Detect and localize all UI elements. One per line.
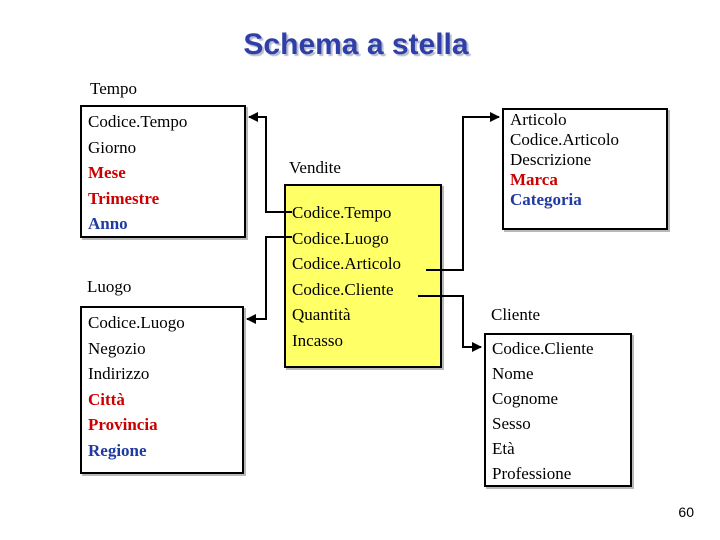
cliente-attr: Cognome [492,389,559,408]
articolo-table-name: Articolo [510,110,567,129]
vendite-attr: Incasso [292,330,343,350]
tempo-table-name: Tempo [90,79,137,98]
vendite-attr: Codice.Luogo [292,228,389,248]
page-number: 60 [678,504,694,520]
vendite-table: Codice.Tempo Codice.Luogo Codice.Articol… [284,184,442,368]
page-title: Schema a stella [243,28,469,61]
link-luogo [246,236,292,324]
luogo-table-name: Luogo [87,277,132,296]
link-articolo [426,112,500,271]
articolo-attr: Marca [510,170,558,189]
cliente-table: Codice.Cliente Nome Cognome Sesso Età Pr… [484,333,632,487]
tempo-attr: Giorno [88,137,137,157]
cliente-attr: Codice.Cliente [492,339,594,358]
luogo-table: Codice.Luogo Negozio Indirizzo Città Pro… [80,306,244,474]
articolo-attr: Descrizione [510,150,592,169]
vendite-attr: Codice.Cliente [292,279,394,299]
luogo-attr: Codice.Luogo [88,313,185,332]
tempo-attr: Trimestre [88,188,160,208]
luogo-attr: Indirizzo [88,364,150,383]
luogo-attr: Città [88,389,125,409]
cliente-attr: Sesso [492,414,531,433]
luogo-attr: Provincia [88,415,158,434]
tempo-attr: Mese [88,163,126,182]
link-cliente [418,295,482,352]
luogo-attr: Negozio [88,338,146,358]
articolo-table: Articolo Codice.Articolo Descrizione Mar… [502,108,668,230]
vendite-attr: Codice.Tempo [292,203,392,222]
articolo-attr: Categoria [510,190,582,209]
tempo-attr: Codice.Tempo [88,112,188,131]
vendite-table-name: Vendite [289,158,341,177]
articolo-attr: Codice.Articolo [510,130,620,149]
luogo-attr: Regione [88,440,147,460]
tempo-attr: Anno [88,214,128,233]
tempo-table: Codice.Tempo Giorno Mese Trimestre Anno [80,105,246,238]
vendite-attr: Quantità [292,305,351,324]
cliente-attr: Nome [492,364,534,383]
link-tempo [248,112,292,213]
cliente-table-name: Cliente [491,305,541,324]
vendite-attr: Codice.Articolo [292,254,402,273]
cliente-attr: Professione [492,464,572,483]
cliente-attr: Età [492,439,515,458]
